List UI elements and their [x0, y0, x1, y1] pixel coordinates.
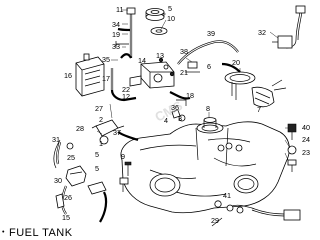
- sender-unit-8: [196, 117, 224, 134]
- fuel-tank-body: [120, 121, 290, 214]
- fuel-pump-20: [221, 62, 287, 108]
- label-18: 18: [186, 91, 194, 100]
- label-24: 24: [302, 135, 310, 144]
- label-5: 5: [168, 4, 172, 13]
- label-29: 29: [211, 216, 219, 225]
- label-28: 28: [76, 124, 84, 133]
- leader-lines: [96, 9, 291, 161]
- label-25: 25: [67, 153, 75, 162]
- label-21: 21: [180, 68, 188, 77]
- part-number-labels: 11 34 19 33 35 16 17 12 18 22 14 21 13 3…: [52, 4, 310, 225]
- label-2: 2: [99, 115, 103, 124]
- label-23: 23: [302, 148, 310, 157]
- lower-harness: [211, 200, 301, 227]
- label-20: 20: [232, 58, 240, 67]
- label-35: 35: [102, 55, 110, 64]
- label-36: 36: [171, 103, 179, 112]
- label-30: 30: [54, 176, 62, 185]
- label-13: 13: [156, 51, 164, 60]
- label-37: 37: [113, 128, 121, 137]
- label-39: 39: [207, 29, 215, 38]
- canister-16: [75, 53, 105, 97]
- vent-tube-39: [177, 40, 239, 73]
- label-22: 22: [122, 85, 130, 94]
- label-3: 3: [178, 114, 182, 123]
- label-31: 31: [52, 135, 60, 144]
- label-8: 8: [206, 104, 210, 113]
- label-11: 11: [116, 5, 123, 14]
- breather-hoses: [110, 7, 137, 102]
- washer-10: [150, 27, 168, 35]
- label-14: 14: [138, 56, 146, 65]
- label-4: 4: [164, 116, 168, 125]
- label-26: 26: [64, 193, 72, 202]
- diagram-caption: FUEL TANK: [9, 227, 73, 239]
- label-5-left: 5: [95, 150, 99, 159]
- label-17: 17: [102, 74, 110, 83]
- label-6: 6: [207, 62, 211, 71]
- label-5-left-2: 5: [95, 164, 99, 173]
- label-38: 38: [180, 47, 188, 56]
- label-34: 34: [112, 20, 120, 29]
- small-parts-center: [119, 109, 186, 192]
- label-41: 41: [223, 191, 231, 200]
- fuel-pipe-18: [169, 91, 191, 106]
- label-19: 19: [112, 30, 120, 39]
- label-27: 27: [95, 104, 103, 113]
- label-12: 12: [122, 92, 130, 101]
- label-40: 40: [302, 123, 310, 132]
- caption-marker: •: [2, 227, 5, 236]
- wire-harness-32: [272, 5, 306, 49]
- strainer-fittings: [53, 119, 139, 223]
- label-9: 9: [121, 152, 125, 161]
- mount-bracket: [129, 57, 175, 89]
- label-7: 7: [257, 105, 261, 114]
- label-15: 15: [62, 213, 70, 222]
- label-16: 16: [64, 71, 72, 80]
- label-32: 32: [258, 28, 266, 37]
- fuel-cap-5: [145, 8, 165, 21]
- bolts-right: [287, 123, 297, 172]
- label-10: 10: [167, 14, 175, 23]
- label-33: 33: [112, 42, 120, 51]
- label-1: 1: [99, 139, 103, 148]
